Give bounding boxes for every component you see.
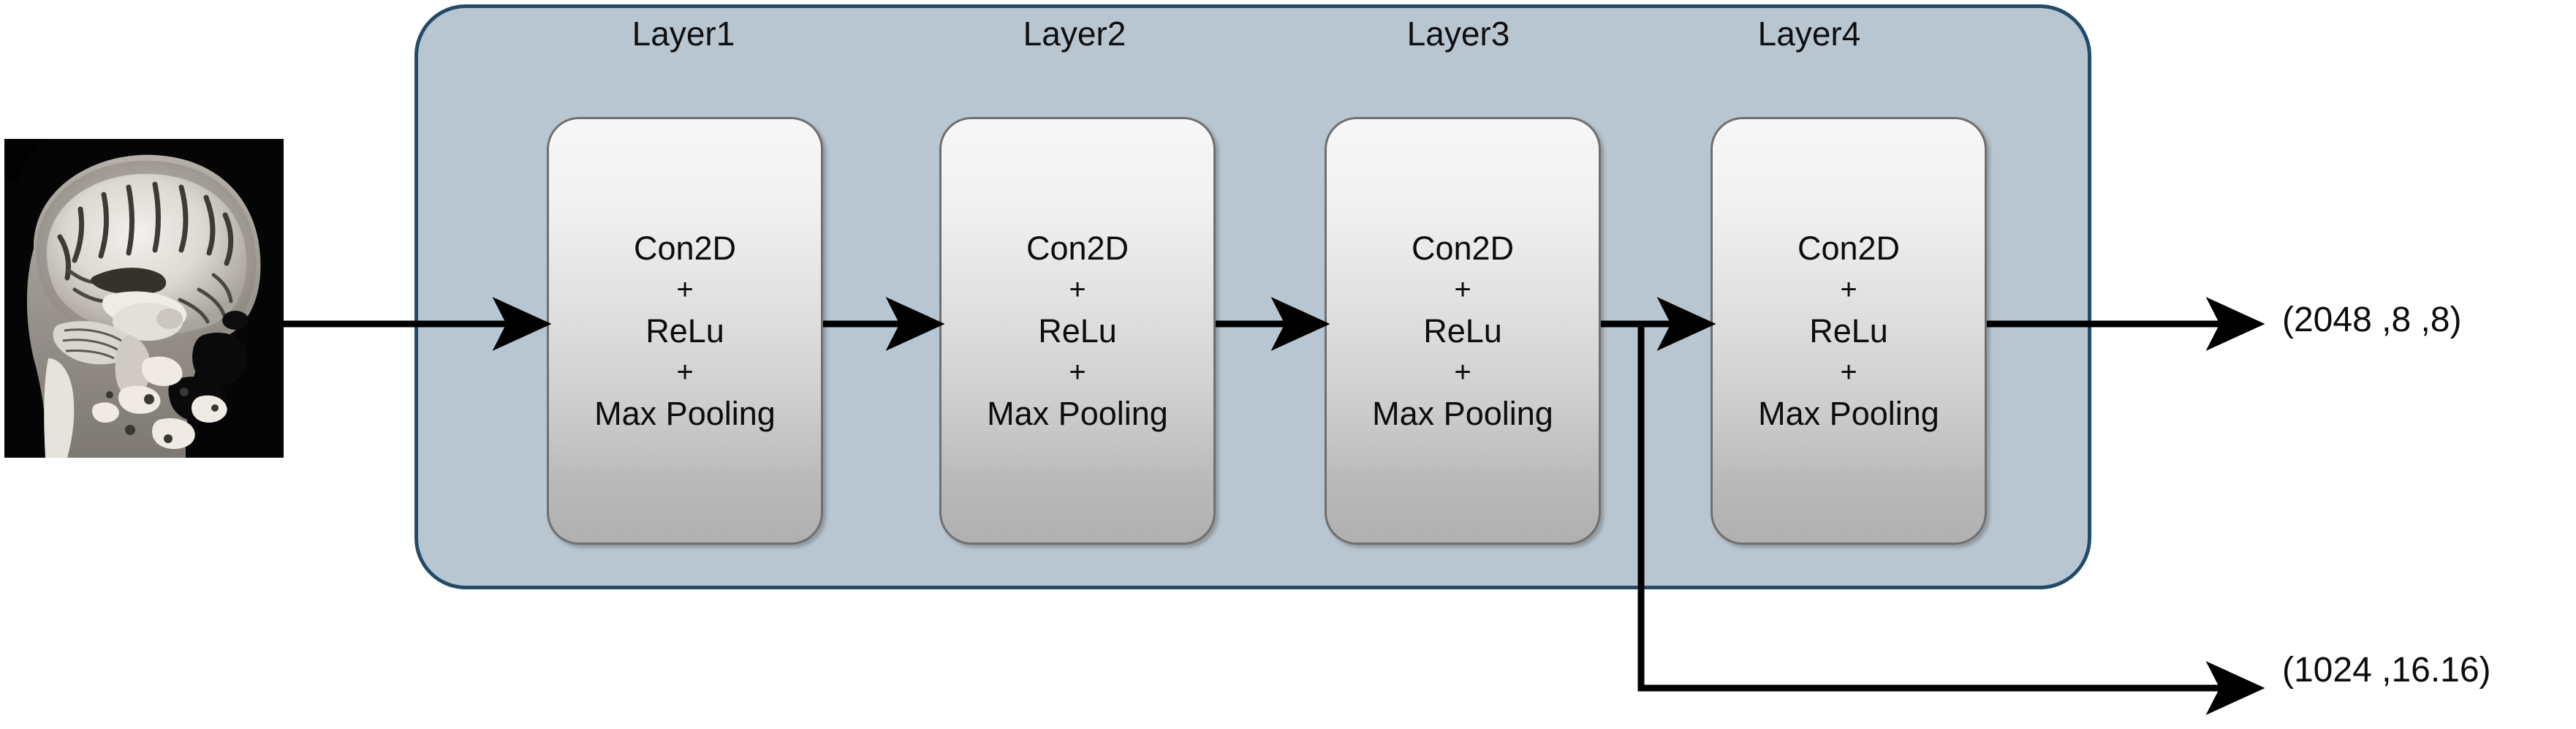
layer2-caption: Layer2 — [1023, 15, 1126, 53]
layer4-op-maxpool: Max Pooling — [1758, 395, 1939, 432]
layer4-op-plus-1: + — [1840, 273, 1857, 306]
layer3-op-maxpool: Max Pooling — [1372, 395, 1553, 432]
main-output-shape-label: (2048 ,8 ,8) — [2282, 301, 2462, 339]
layer4-op-conv: Con2D — [1797, 230, 1901, 267]
layer1-op-plus-2: + — [676, 356, 694, 388]
layer3-op-plus-1: + — [1454, 273, 1471, 306]
layer1-op-plus-1: + — [676, 273, 694, 306]
layer2-op-conv: Con2D — [1026, 230, 1129, 267]
layer1-op-conv: Con2D — [633, 230, 737, 267]
layer1-block[interactable]: Con2D + ReLu + Max Pooling — [547, 117, 823, 545]
layer3-caption: Layer3 — [1406, 15, 1510, 53]
layer1-caption: Layer1 — [632, 15, 735, 53]
layer4-caption: Layer4 — [1757, 15, 1861, 53]
layer2-op-plus-2: + — [1069, 356, 1086, 388]
brain-mri-input-image — [4, 139, 284, 458]
layer3-op-relu: ReLu — [1423, 312, 1502, 350]
layer3-op-plus-2: + — [1454, 356, 1471, 388]
layer4-op-relu: ReLu — [1809, 312, 1888, 350]
layer2-op-maxpool: Max Pooling — [987, 395, 1168, 432]
layer4-op-plus-2: + — [1840, 356, 1857, 388]
layer1-op-maxpool: Max Pooling — [594, 395, 776, 432]
layer3-op-conv: Con2D — [1411, 230, 1515, 267]
skip-output-shape-label: (1024 ,16.16) — [2282, 651, 2491, 690]
layer2-block[interactable]: Con2D + ReLu + Max Pooling — [939, 117, 1216, 545]
layer2-op-relu: ReLu — [1038, 312, 1117, 350]
layer1-op-relu: ReLu — [645, 312, 724, 350]
layer4-block[interactable]: Con2D + ReLu + Max Pooling — [1711, 117, 1987, 545]
layer2-op-plus-1: + — [1069, 273, 1086, 306]
layer3-block[interactable]: Con2D + ReLu + Max Pooling — [1325, 117, 1601, 545]
